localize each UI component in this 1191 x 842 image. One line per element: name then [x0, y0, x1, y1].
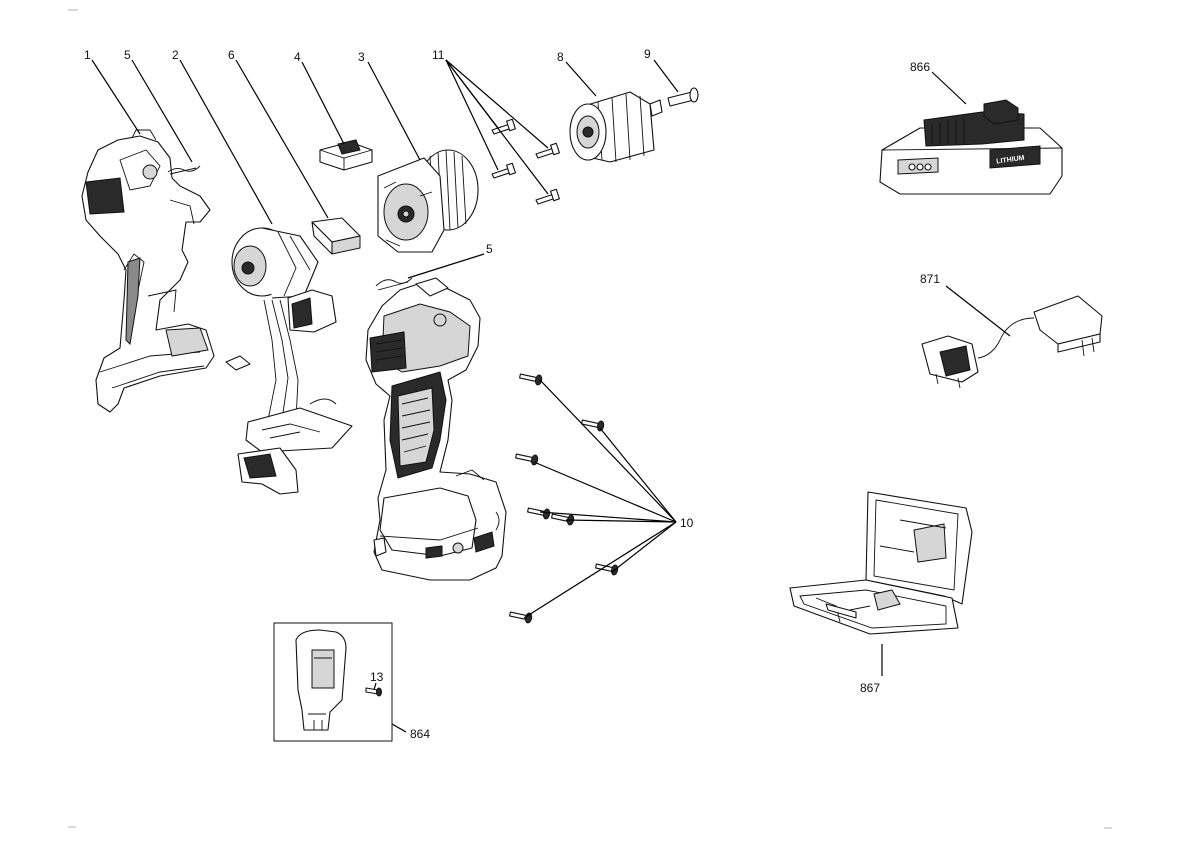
label-part-11: 11	[432, 48, 445, 62]
label-part-10: 10	[680, 516, 694, 530]
label-part-9: 9	[644, 47, 651, 61]
part-number-labels: 1 5 2 6 4 3 11 8 9 5 10 13 864 866 871 8…	[84, 47, 940, 741]
part-5-lower-spring-wire	[375, 277, 413, 291]
label-part-13: 13	[370, 670, 384, 684]
label-part-2: 2	[172, 48, 179, 62]
small-pad	[225, 355, 251, 371]
label-part-3: 3	[358, 50, 365, 64]
part-3-gearbox	[377, 149, 479, 253]
part-2-motor-assembly	[231, 227, 353, 495]
label-part-4: 4	[294, 50, 301, 64]
part-1-housing-left	[81, 129, 215, 413]
battery-lithium-marking: LITHIUM	[996, 155, 1025, 166]
label-part-6: 6	[228, 48, 235, 62]
part-8-chuck	[569, 91, 663, 163]
label-part-5-lower: 5	[486, 242, 493, 256]
part-864-belt-clip-box	[273, 622, 393, 742]
label-part-8: 8	[557, 50, 564, 64]
drill-main-body	[365, 277, 507, 581]
label-part-1: 1	[84, 48, 91, 62]
part-11-screws	[491, 118, 560, 205]
label-part-866: 866	[910, 60, 930, 74]
label-part-864: 864	[410, 727, 430, 741]
part-6-block	[311, 217, 361, 255]
part-5-spring-wire	[167, 165, 201, 175]
part-10-screws	[509, 373, 619, 624]
label-part-871: 871	[920, 272, 940, 286]
part-13-clip-screw	[365, 687, 382, 697]
label-part-867: 867	[860, 681, 880, 695]
part-871-charger	[921, 295, 1103, 389]
part-867-carry-case	[789, 491, 973, 635]
part-4-switch-slider	[319, 139, 373, 171]
label-part-5-top: 5	[124, 48, 131, 62]
part-866-battery-pack: LITHIUM	[879, 99, 1063, 195]
leader-lines	[91, 59, 1011, 733]
part-9-chuck-screw	[667, 87, 699, 107]
